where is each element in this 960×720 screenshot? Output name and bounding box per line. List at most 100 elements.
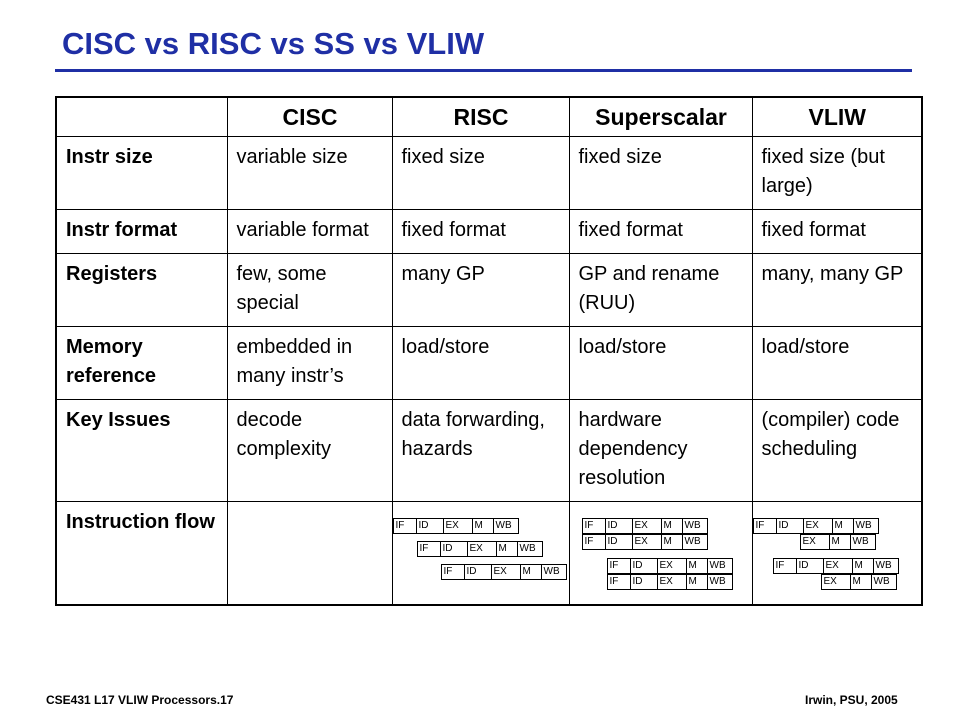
stage-if: IF (608, 559, 631, 573)
stage-ex: EX (633, 535, 662, 549)
stage-wb: WB (852, 536, 869, 547)
stage-wb: WB (519, 543, 536, 554)
stage-wb: WB (709, 560, 726, 571)
header-row: CISC RISC Superscalar VLIW (55, 96, 923, 137)
table-cell: load/store (568, 326, 753, 400)
stage-if: IF (442, 565, 465, 579)
table-row: Instr format variable format fixed forma… (55, 209, 923, 254)
stage-wb: WB (684, 536, 701, 547)
stage-id: ID (465, 565, 492, 579)
table-row: Key Issues decode complexity data forwar… (55, 399, 923, 502)
comparison-table: CISC RISC Superscalar VLIW Instr size va… (55, 96, 923, 606)
stage-wb: WB (543, 566, 560, 577)
header-cell-risc: RISC (391, 96, 570, 137)
table-cell: many, many GP (751, 253, 923, 327)
stage-if: IF (608, 575, 631, 589)
stage-wb: WB (855, 520, 872, 531)
table-cell: embedded in many instr’s (226, 326, 393, 400)
table-row: Instr size variable size fixed size fixe… (55, 136, 923, 210)
stage-wb: WB (684, 520, 701, 531)
table-cell: data forwarding, hazards (391, 399, 570, 502)
table-cell: load/store (751, 326, 923, 400)
slide-title: CISC vs RISC vs SS vs VLIW (62, 26, 485, 61)
stage-m: M (833, 519, 854, 533)
table-cell: hardware dependency resolution (568, 399, 753, 502)
table-cell: GP and rename (RUU) (568, 253, 753, 327)
row-label: Key Issues (55, 399, 228, 502)
stage-id: ID (441, 542, 468, 556)
stage-if: IF (583, 535, 606, 549)
stage-if: IF (583, 519, 606, 533)
stage-if: IF (394, 519, 417, 533)
table-cell: fixed format (568, 209, 753, 254)
header-cell-vliw: VLIW (751, 96, 923, 137)
table-cell: variable format (226, 209, 393, 254)
table-cell: fixed format (391, 209, 570, 254)
stage-ex: EX (658, 559, 687, 573)
stage-m: M (521, 565, 542, 579)
stage-id: ID (777, 519, 804, 533)
title-underline (55, 69, 912, 72)
table-cell: load/store (391, 326, 570, 400)
stage-id: ID (797, 559, 824, 573)
stage-wb: WB (495, 520, 512, 531)
stage-ex: EX (658, 575, 687, 589)
stage-id: ID (606, 535, 633, 549)
stage-id: ID (606, 519, 633, 533)
stage-m: M (662, 535, 683, 549)
stage-ex: EX (468, 542, 497, 556)
row-label: Memory reference (55, 326, 228, 400)
stage-wb: WB (875, 560, 892, 571)
table-cell: few, some special (226, 253, 393, 327)
table-cell: (compiler) code scheduling (751, 399, 923, 502)
table-cell: fixed size (568, 136, 753, 210)
table-row: Memory reference embedded in many instr’… (55, 326, 923, 400)
table-cell: fixed format (751, 209, 923, 254)
stage-m: M (687, 559, 708, 573)
stage-ex: EX (824, 559, 853, 573)
stage-m: M (497, 542, 518, 556)
table-row: Registers few, some special many GP GP a… (55, 253, 923, 327)
stage-ex: EX (633, 519, 662, 533)
table-cell: many GP (391, 253, 570, 327)
stage-id: ID (631, 575, 658, 589)
header-cell-cisc: CISC (226, 96, 393, 137)
stage-id: ID (417, 519, 444, 533)
stage-m: M (830, 535, 851, 549)
table-cell: fixed size (but large) (751, 136, 923, 210)
stage-ex: EX (444, 519, 473, 533)
stage-ex: EX (801, 535, 830, 549)
stage-id: ID (631, 559, 658, 573)
stage-if: IF (754, 519, 777, 533)
stage-m: M (851, 575, 872, 589)
table-cell: variable size (226, 136, 393, 210)
table-cell: decode complexity (226, 399, 393, 502)
footer-course: CSE431 L17 VLIW Processors.17 (46, 693, 234, 707)
header-cell-superscalar: Superscalar (568, 96, 753, 137)
stage-if: IF (418, 542, 441, 556)
stage-ex: EX (492, 565, 521, 579)
stage-wb: WB (873, 576, 890, 587)
stage-m: M (687, 575, 708, 589)
stage-wb: WB (709, 576, 726, 587)
row-label: Instr size (55, 136, 228, 210)
instruction-flow-cisc (226, 501, 393, 606)
stage-if: IF (774, 559, 797, 573)
row-label: Instr format (55, 209, 228, 254)
header-cell-empty (55, 96, 228, 137)
stage-ex: EX (822, 575, 851, 589)
row-label: Instruction flow (55, 501, 228, 606)
table-cell: fixed size (391, 136, 570, 210)
